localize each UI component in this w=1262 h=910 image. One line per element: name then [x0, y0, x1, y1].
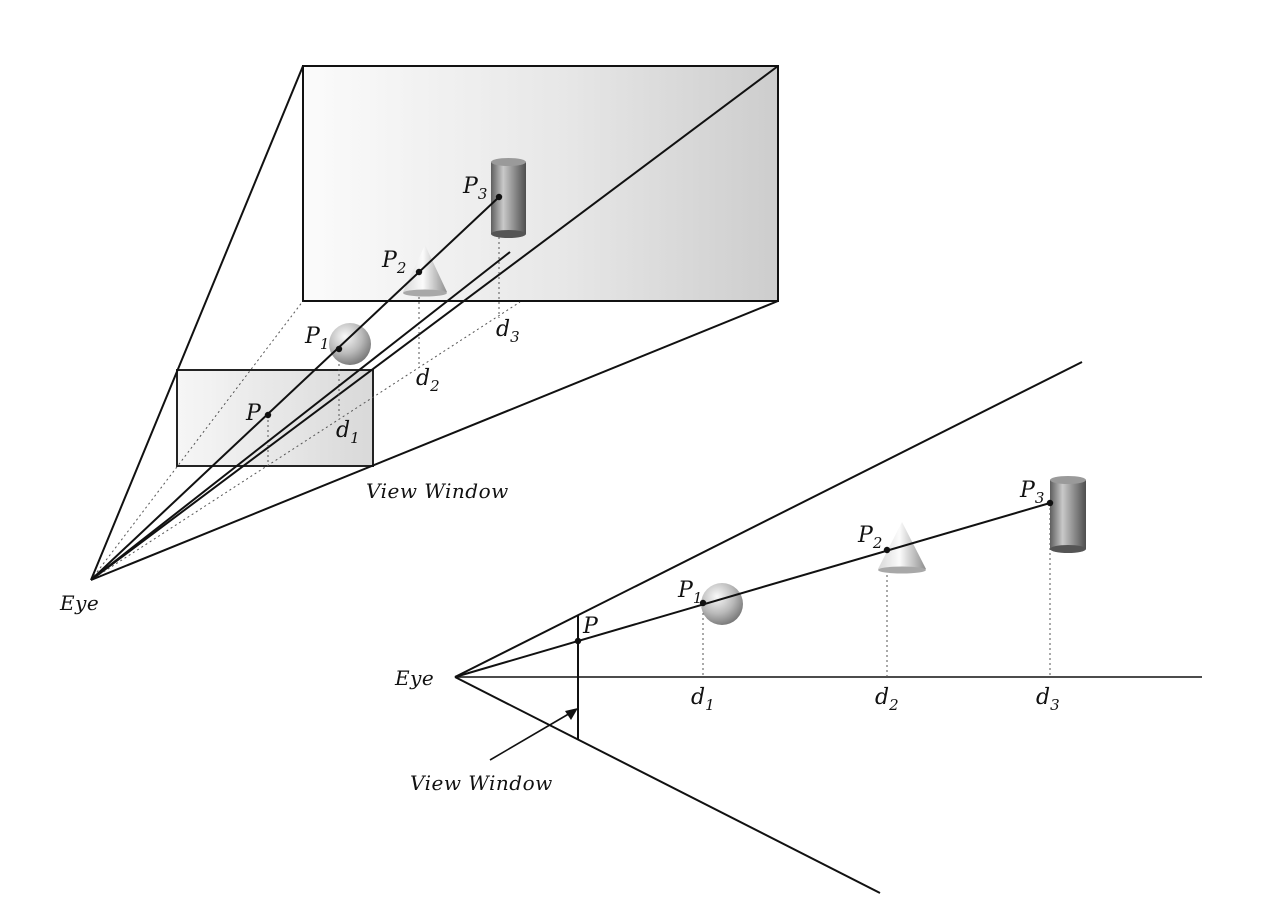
side-label-d2: d2	[875, 685, 899, 714]
frustum-edge-top-left	[90, 65, 304, 581]
cone-object	[403, 245, 447, 297]
label-p: P	[245, 401, 262, 426]
frustum-edge-top-right	[90, 65, 779, 581]
side-point-p2	[883, 546, 891, 554]
sphere-object	[329, 323, 371, 365]
side-projection-ray	[454, 502, 1051, 678]
side-label-d1: d1	[691, 685, 715, 714]
point-p2	[415, 268, 423, 276]
side-point-p1	[699, 599, 707, 607]
side-label-p2: P2	[857, 523, 882, 552]
point-p	[264, 411, 272, 419]
point-p1	[335, 345, 343, 353]
side-label-p: P	[582, 614, 599, 639]
floor-guide-center	[90, 301, 521, 581]
side-sphere-object	[701, 583, 743, 625]
side-view: P P1 P2 P3 d1 d2 d3 Eye View Window	[394, 361, 1202, 894]
side-label-d3: d3	[1036, 685, 1060, 714]
side-label-p3: P3	[1019, 478, 1044, 507]
label-d1: d1	[336, 418, 360, 447]
view-window-caption-top: View Window	[366, 479, 509, 503]
perspective-view: P P1 P2 P3 d1 d2 d3 View Window Eye	[59, 65, 779, 615]
far-plane	[302, 65, 779, 302]
cylinder-object	[491, 158, 526, 238]
frustum-edge-bottom-right	[90, 300, 779, 581]
view-window-pointer-arrow	[489, 708, 578, 761]
label-p2: P2	[381, 248, 406, 277]
eye-caption-side: Eye	[394, 666, 434, 690]
side-frustum-lower	[454, 676, 881, 894]
eye-caption-top: Eye	[59, 591, 99, 615]
label-d3: d3	[496, 317, 520, 346]
side-frustum-upper	[454, 361, 1083, 678]
label-p1: P1	[304, 324, 329, 353]
label-p3: P3	[462, 174, 487, 203]
side-point-p	[574, 637, 582, 645]
side-cylinder-object	[1050, 476, 1086, 553]
projection-ray	[90, 196, 500, 581]
point-p3	[495, 193, 503, 201]
side-point-p3	[1046, 499, 1054, 507]
label-d2: d2	[416, 366, 440, 395]
side-label-p1: P1	[677, 578, 702, 607]
floor-guide-left	[90, 300, 304, 581]
view-window-caption-side: View Window	[410, 771, 553, 795]
secondary-ray	[90, 251, 511, 581]
